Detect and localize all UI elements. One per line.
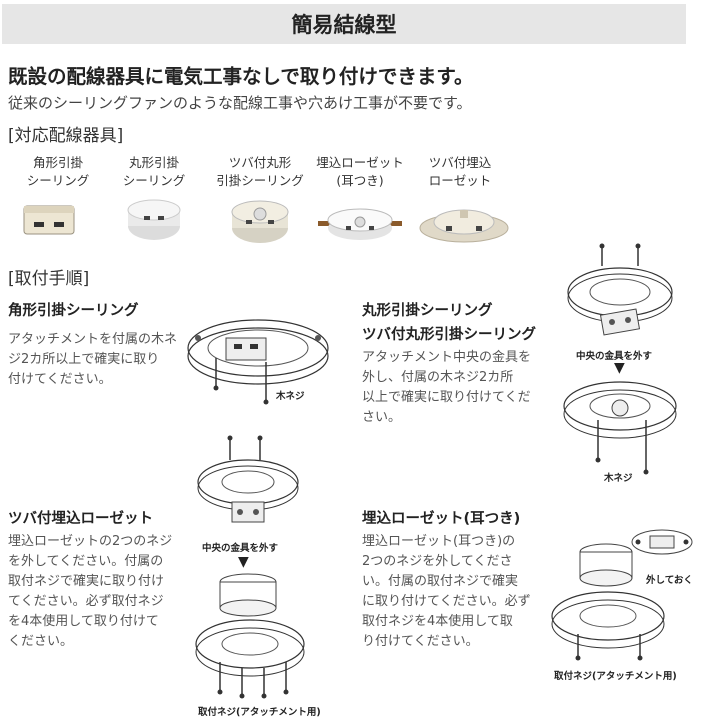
description-line: を外してください。付属の: [8, 554, 164, 569]
step-eared-screw-label: 取付ネジ(アタッチメント用): [554, 671, 677, 682]
fixture-caption-line: ツバ付埋込: [428, 155, 492, 170]
step-flange-title: ツバ付埋込ローゼット: [8, 511, 153, 527]
fixture-caption-flange-round: ツバ付丸形 引掛シーリング: [210, 154, 310, 190]
eared-attachment-diagram: [551, 543, 665, 661]
step-eared-remove-label: 外しておく: [646, 575, 693, 586]
description-line: 埋込ローゼット(耳つき)の: [362, 534, 516, 549]
fixture-caption-square: 角形引掛 シーリング: [14, 154, 102, 190]
description-line: 埋込ローゼットの2つのネジ: [8, 534, 173, 549]
fixture-caption-line: 丸形引掛: [128, 155, 179, 170]
step-round-title-1: 丸形引掛シーリング: [362, 303, 493, 319]
step-round-remove-label: 中央の金具を外す: [576, 351, 653, 362]
description-line: 取付ネジを4本使用して取: [362, 614, 513, 629]
fixture-caption-line: ローゼット: [428, 173, 492, 188]
page-title-bar: 簡易結線型: [2, 4, 686, 44]
fixture-caption-line: シーリング: [26, 173, 90, 188]
square-attachment-diagram: [187, 319, 329, 405]
description-line: ください。: [8, 634, 74, 649]
description-line: 外し、付属の木ネジ2カ所: [362, 370, 514, 385]
fixture-caption-eared-rosette: 埋込ローゼット (耳つき): [310, 154, 410, 190]
procedure-heading: [取付手順]: [8, 269, 90, 289]
fixture-caption-line: 埋込ローゼット: [316, 155, 404, 170]
description-line: を4本使用して取り付けて: [8, 614, 159, 629]
headline: 既設の配線器具に電気工事なしで取り付けできます。: [8, 65, 474, 88]
round-attachment-diagram: [563, 381, 677, 475]
eared-removed-part-diagram: [631, 529, 693, 555]
description-line: に取り付けてください。必ず: [362, 594, 531, 609]
fixture-caption-round: 丸形引掛 シーリング: [110, 154, 198, 190]
description-line: 付けてください。: [8, 372, 112, 387]
description-line: 取付ネジで確実に取り付け: [8, 574, 165, 589]
fixture-caption-line: 引掛シーリング: [216, 173, 304, 188]
description-line: てください。必ず取付ネジ: [8, 594, 164, 609]
round-remove-bracket-diagram: [567, 243, 673, 336]
fixture-caption-line: 角形引掛: [32, 155, 83, 170]
description-line: 以上で確実に取り付けてくだ: [362, 390, 531, 405]
flange-rosette-fixture-image: [419, 209, 509, 243]
description-line: ジ2カ所以上で確実に取り: [8, 352, 160, 367]
description-line: 2つのネジを外してくださ: [362, 554, 513, 569]
page-title: 簡易結線型: [291, 13, 397, 37]
step-round-description: アタッチメント中央の金具を 外し、付属の木ネジ2カ所 以上で確実に取り付けてくだ…: [362, 348, 531, 428]
eared-rosette-fixture-image: [318, 208, 402, 240]
description-line: アタッチメント中央の金具を: [362, 350, 532, 365]
down-arrow-icon: ▼: [614, 360, 625, 376]
step-flange-remove-label: 中央の金具を外す: [202, 543, 279, 554]
down-arrow-icon: ▼: [238, 554, 249, 570]
description-line: アタッチメントを付属の木ネ: [8, 332, 178, 347]
description-line: り付けてください。: [362, 634, 479, 649]
step-flange-screw-label: 取付ネジ(アタッチメント用): [198, 707, 321, 718]
round-ceiling-fixture-image: [127, 199, 181, 240]
fixture-caption-line: (耳つき): [336, 173, 384, 188]
fixture-caption-flange-rosette: ツバ付埋込 ローゼット: [412, 154, 508, 190]
fixtures-heading: [対応配線器具]: [8, 126, 124, 146]
step-round-title-2: ツバ付丸形引掛シーリング: [362, 327, 536, 343]
flange-attachment-diagram: [195, 573, 305, 699]
flange-remove-bracket-diagram: [197, 435, 299, 523]
step-square-screw-label: 木ネジ: [276, 391, 305, 402]
fixture-caption-line: ツバ付丸形: [228, 155, 292, 170]
description-line: さい。: [362, 410, 402, 425]
subline: 従来のシーリングファンのような配線工事や穴あけ工事が不要です。: [8, 94, 472, 112]
step-eared-description: 埋込ローゼット(耳つき)の 2つのネジを外してくださ い。付属の取付ネジで確実 …: [362, 532, 531, 652]
step-square-description: アタッチメントを付属の木ネ ジ2カ所以上で確実に取り 付けてください。: [8, 330, 177, 390]
description-line: い。付属の取付ネジで確実: [362, 574, 519, 589]
step-square-title: 角形引掛シーリング: [8, 303, 139, 319]
step-round-screw-label: 木ネジ: [604, 473, 633, 484]
step-flange-description: 埋込ローゼットの2つのネジ を外してください。付属の 取付ネジで確実に取り付け …: [8, 532, 172, 652]
step-eared-title: 埋込ローゼット(耳つき): [362, 511, 521, 527]
fixture-caption-line: シーリング: [122, 173, 186, 188]
flange-round-ceiling-fixture-image: [231, 200, 289, 243]
square-ceiling-fixture-image: [23, 205, 75, 235]
